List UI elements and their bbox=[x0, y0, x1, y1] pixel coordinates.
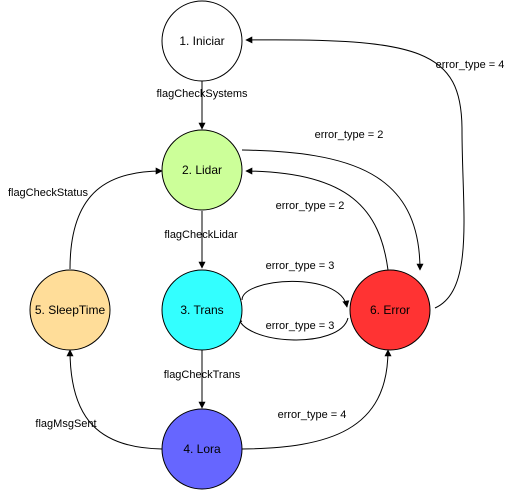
node-error: 6. Error bbox=[349, 269, 431, 351]
node-sleeptime-label: 5. SleepTime bbox=[35, 303, 106, 317]
edge-label-trans-to-error: error_type = 3 bbox=[266, 260, 335, 272]
edge-label-lora-to-sleep: flagMsgSent bbox=[35, 418, 96, 430]
edge-label-lidar-to-trans: flagCheckLidar bbox=[164, 229, 238, 241]
edge-label-error-to-trans: error_type = 3 bbox=[266, 320, 335, 332]
edge-sleep-to-lidar bbox=[69, 167, 163, 270]
node-trans: 3. Trans bbox=[161, 269, 243, 351]
node-iniciar-label: 1. Iniciar bbox=[179, 34, 224, 48]
node-lora-circle bbox=[161, 408, 243, 490]
edge-error-to-lidar bbox=[245, 167, 389, 271]
edge-lora-to-sleep bbox=[66, 349, 163, 450]
edge-error-to-trans bbox=[235, 315, 349, 341]
node-trans-circle bbox=[161, 269, 243, 351]
edge-label-lora-to-error: error_type = 4 bbox=[278, 409, 347, 421]
edge-lora-to-error bbox=[241, 349, 392, 450]
edge-label-iniciar-to-lidar: flagCheckSystems bbox=[156, 88, 248, 100]
node-error-label: 6. Error bbox=[370, 303, 410, 317]
edge-lidar-to-error bbox=[241, 149, 424, 271]
node-sleeptime: 5. SleepTime bbox=[29, 269, 111, 351]
edge-error-to-iniciar bbox=[245, 36, 465, 309]
node-lidar-circle bbox=[161, 129, 243, 211]
edge-label-sleep-to-lidar: flagCheckStatus bbox=[8, 187, 89, 199]
node-trans-label: 3. Trans bbox=[180, 303, 223, 317]
edge-label-lidar-to-error: error_type = 2 bbox=[315, 129, 384, 141]
node-error-circle bbox=[349, 269, 431, 351]
node-lidar-label: 2. Lidar bbox=[182, 163, 222, 177]
node-lora-label: 4. Lora bbox=[183, 442, 221, 456]
edge-label-error-to-lidar: error_type = 2 bbox=[276, 200, 345, 212]
node-iniciar: 1. Iniciar bbox=[161, 0, 243, 82]
node-iniciar-circle bbox=[161, 0, 243, 82]
node-lora: 4. Lora bbox=[161, 408, 243, 490]
edge-trans-to-error bbox=[241, 280, 350, 308]
edge-label-trans-to-lora: flagCheckTrans bbox=[164, 369, 241, 381]
edge-label-error-to-iniciar: error_type = 4 bbox=[436, 59, 505, 71]
node-sleeptime-circle bbox=[29, 269, 111, 351]
node-lidar: 2. Lidar bbox=[161, 129, 243, 211]
